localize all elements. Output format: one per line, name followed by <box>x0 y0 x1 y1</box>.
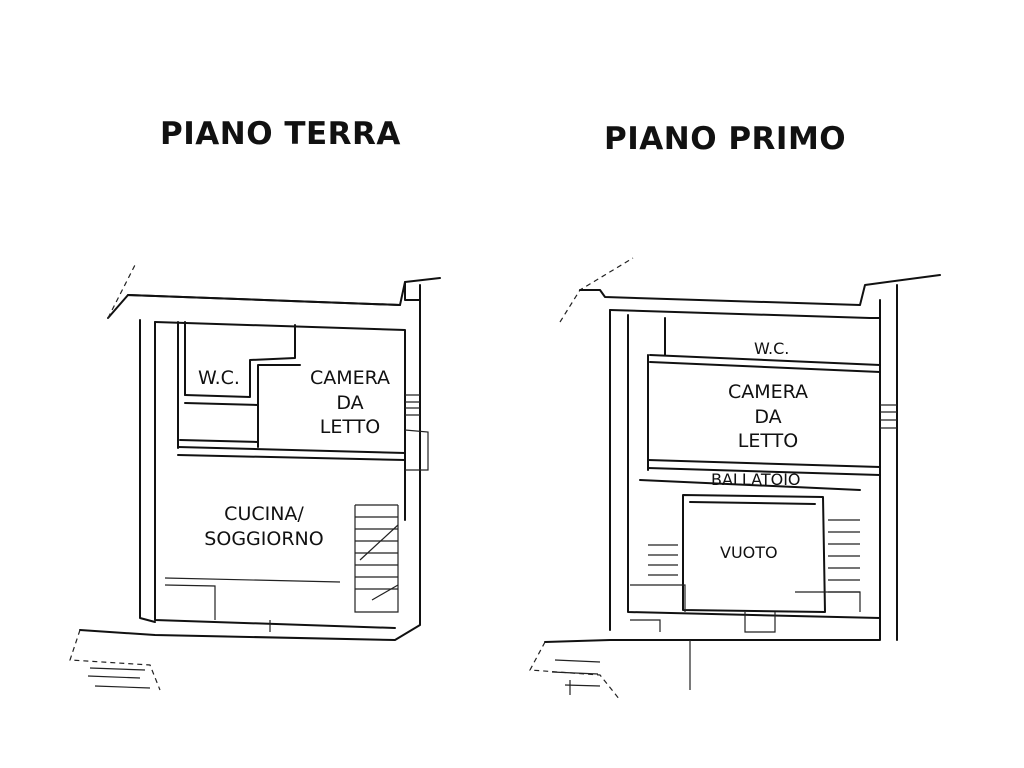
ground-bedroom-label: CAMERA DA LETTO <box>304 366 396 440</box>
first-floor-plan <box>529 257 941 701</box>
first-floor-title: PIANO PRIMO <box>604 121 847 157</box>
ground-kitchen-line-1: CUCINA/ <box>224 503 304 525</box>
first-wc-label: W.C. <box>754 339 790 358</box>
ground-kitchen-label: CUCINA/ SOGGIORNO <box>194 502 334 551</box>
first-bedroom-label: CAMERA DA LETTO <box>720 380 816 454</box>
ground-bedroom-line-2: DA <box>336 391 364 414</box>
ground-wc-label: W.C. <box>198 367 240 389</box>
ground-floor-title: PIANO TERRA <box>160 116 401 152</box>
first-bedroom-line-3: LETTO <box>737 430 799 453</box>
first-void-label: VUOTO <box>720 543 778 562</box>
first-bedroom-line-2: DA <box>754 405 782 428</box>
ground-bedroom-line-3: LETTO <box>319 416 381 439</box>
first-bedroom-line-1: CAMERA <box>727 381 809 403</box>
ground-kitchen-line-2: SOGGIORNO <box>204 527 324 550</box>
first-gallery-label: BALLATOIO <box>711 470 801 489</box>
ground-floor-plan <box>69 264 441 691</box>
ground-bedroom-line-1: CAMERA <box>309 367 391 389</box>
